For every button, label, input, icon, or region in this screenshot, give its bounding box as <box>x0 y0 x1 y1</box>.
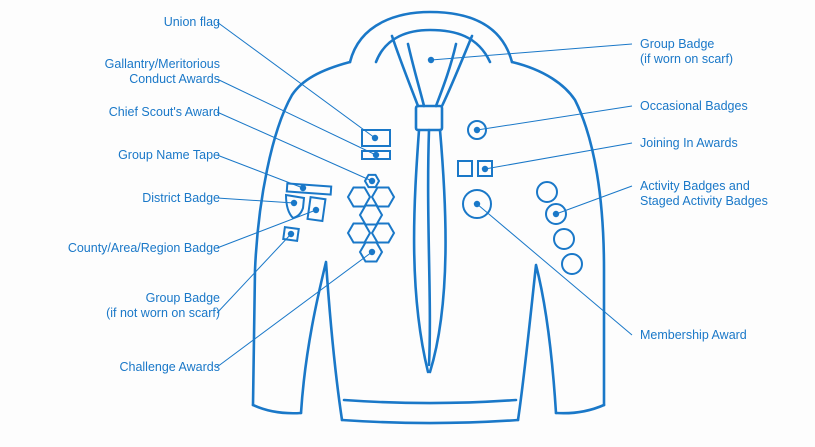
group-badge-sleeve-label: Group Badge <box>146 291 220 305</box>
challenge-award-hexagon <box>370 222 396 244</box>
union-flag-label: Union flag <box>164 15 220 29</box>
activity-badges-leader-line <box>555 185 633 215</box>
gallantry-badge <box>361 150 391 160</box>
occasional-badge <box>467 120 487 140</box>
joining-in-awards-marker-dot <box>481 165 489 173</box>
challenge-award-hexagon <box>363 173 381 189</box>
county-badge-marker-dot <box>312 206 320 214</box>
group-name-tape-label: Group Name Tape <box>118 148 220 162</box>
group-badge-sleeve-marker-dot <box>287 230 295 238</box>
group-name-tape-marker-dot <box>299 184 307 192</box>
group-badge-sleeve-leader-line <box>216 233 292 314</box>
leader-lines <box>216 21 633 368</box>
group-name-tape-badge <box>285 182 333 196</box>
group-badge-scarf-label: (if worn on scarf) <box>640 52 733 66</box>
challenge-awards-label: Challenge Awards <box>119 360 220 374</box>
group-name-tape-leader-line <box>216 154 304 189</box>
activity-badge <box>545 203 567 225</box>
membership-award-label: Membership Award <box>640 328 747 342</box>
union-flag-leader-line <box>216 21 376 139</box>
joining-in-badge-2 <box>477 160 493 177</box>
activity-badges-marker-dot <box>552 210 560 218</box>
challenge-awards-marker-dot <box>368 248 376 256</box>
chief-scout-label: Chief Scout's Award <box>109 105 220 119</box>
challenge-award-hexagon <box>346 222 372 244</box>
membership-award-badge <box>462 189 492 219</box>
district-shield-badge <box>284 193 306 220</box>
group-badge-sleeve-badge <box>282 225 300 243</box>
challenge-award-hexagons <box>346 173 396 263</box>
gallantry-leader-line <box>216 78 377 156</box>
membership-award-marker-dot <box>473 200 481 208</box>
activity-badge <box>536 181 558 203</box>
occasional-badges-leader-line <box>476 105 633 131</box>
group-badge-scarf-marker-dot <box>427 56 435 64</box>
chief-scout-marker-dot <box>368 177 376 185</box>
challenge-award-hexagon <box>346 186 372 208</box>
county-badge <box>306 196 327 223</box>
gallantry-label: Gallantry/Meritorious <box>105 57 220 71</box>
chief-scout-leader-line <box>216 111 373 182</box>
joining-in-awards-label: Joining In Awards <box>640 136 738 150</box>
county-badge-label: County/Area/Region Badge <box>68 241 220 255</box>
district-badge-leader-line <box>216 197 295 204</box>
county-badge-leader-line <box>216 209 317 249</box>
activity-badge <box>561 253 583 275</box>
group-badge-scarf-label: Group Badge <box>640 37 714 51</box>
group-badge-sleeve-label: (if not worn on scarf) <box>106 306 220 320</box>
district-badge-marker-dot <box>290 199 298 207</box>
union-flag-marker-dot <box>371 134 379 142</box>
challenge-award-hexagon <box>370 186 396 208</box>
district-badge-label: District Badge <box>142 191 220 205</box>
union-flag-badge <box>361 129 391 147</box>
membership-award-leader-line <box>476 203 633 336</box>
joining-in-awards-leader-line <box>484 142 633 170</box>
occasional-badges-marker-dot <box>473 126 481 134</box>
activity-badge <box>553 228 575 250</box>
badges <box>282 120 583 275</box>
activity-badges-label: Activity Badges and <box>640 179 750 193</box>
activity-badges-label: Staged Activity Badges <box>640 194 768 208</box>
occasional-badges-label: Occasional Badges <box>640 99 748 113</box>
challenge-awards-leader-line <box>216 251 373 368</box>
joining-in-badge-1 <box>457 160 473 177</box>
gallantry-label: Conduct Awards <box>129 72 220 86</box>
challenge-award-hexagon <box>358 204 384 226</box>
shirt-outline <box>251 10 606 425</box>
group-badge-scarf-leader-line <box>430 43 633 61</box>
challenge-award-hexagon <box>358 241 384 263</box>
gallantry-marker-dot <box>372 151 380 159</box>
